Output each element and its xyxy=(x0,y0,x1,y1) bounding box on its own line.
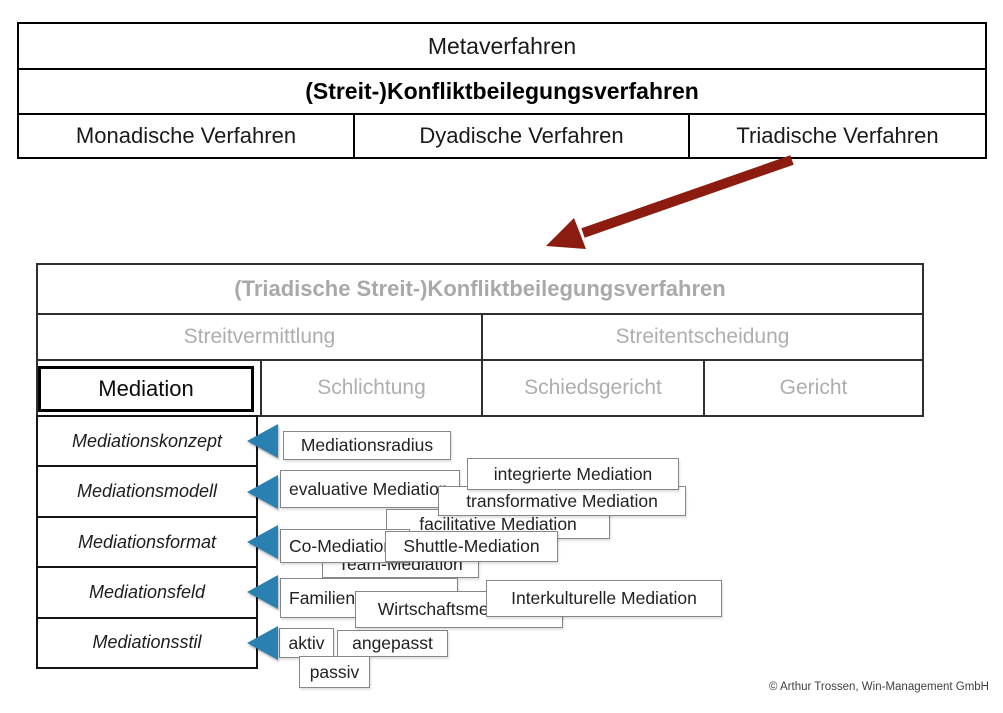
cell-gericht: Gericht xyxy=(779,376,848,399)
meta-table-title: Metaverfahren xyxy=(19,24,985,70)
aspect-mediationsmodell: Mediationsmodell xyxy=(38,467,256,518)
blue-triangle-left-icon xyxy=(247,475,278,509)
meta-table-category-row: Monadische Verfahren Dyadische Verfahren… xyxy=(19,115,985,157)
detail-table-group-row: Streitvermittlung Streitentscheidung xyxy=(38,315,922,361)
tag-transformative-mediation: transformative Mediation xyxy=(438,486,686,516)
detail-table-title: (Triadische Streit-)Konfliktbeilegungsve… xyxy=(38,265,922,315)
blue-triangle-left-icon xyxy=(247,575,278,609)
mediation-aspects-column: Mediationskonzept Mediationsmodell Media… xyxy=(36,415,258,669)
cell-monadische-verfahren: Monadische Verfahren xyxy=(19,115,355,157)
aspect-mediationskonzept: Mediationskonzept xyxy=(38,417,256,468)
blue-triangle-left-icon xyxy=(247,626,278,660)
tag-interkulturelle-mediation: Interkulturelle Mediation xyxy=(486,580,722,617)
cell-schlichtung: Schlichtung xyxy=(262,361,483,415)
tag-angepasst: angepasst xyxy=(337,630,448,657)
meta-table-subtitle: (Streit-)Konfliktbeilegungsverfahren xyxy=(19,70,985,115)
selected-procedure-mediation: Mediation xyxy=(38,366,254,412)
detail-table-procedure-row: Schlichtung Schiedsgericht Gericht xyxy=(38,361,922,415)
aspect-mediationsstil: Mediationsstil xyxy=(92,632,202,653)
tag-shuttle-mediation: Shuttle-Mediation xyxy=(385,531,558,562)
cell-streitvermittlung: Streitvermittlung xyxy=(38,315,483,359)
cell-dyadische-verfahren: Dyadische Verfahren xyxy=(355,115,690,157)
cell-streitentscheidung: Streitentscheidung xyxy=(615,325,790,348)
blue-triangle-left-icon xyxy=(247,424,278,458)
tag-integrierte-mediation: integrierte Mediation xyxy=(467,458,679,490)
tag-mediationsradius: Mediationsradius xyxy=(283,431,451,460)
aspect-mediationsformat: Mediationsformat xyxy=(38,518,256,569)
cell-schiedsgericht: Schiedsgericht xyxy=(483,361,705,415)
meta-procedures-table: Metaverfahren (Streit-)Konfliktbeilegung… xyxy=(17,22,987,159)
blue-triangle-left-icon xyxy=(247,525,278,559)
tag-evaluative-mediation: evaluative Mediation xyxy=(280,470,460,508)
aspect-mediationsfeld: Mediationsfeld xyxy=(38,568,256,619)
copyright-text: © Arthur Trossen, Win-Management GmbH xyxy=(768,681,989,693)
tag-aktiv: aktiv xyxy=(279,628,334,658)
tag-passiv: passiv xyxy=(299,656,370,688)
cell-mediation-slot xyxy=(38,361,262,415)
cell-triadische-verfahren: Triadische Verfahren xyxy=(736,123,939,148)
